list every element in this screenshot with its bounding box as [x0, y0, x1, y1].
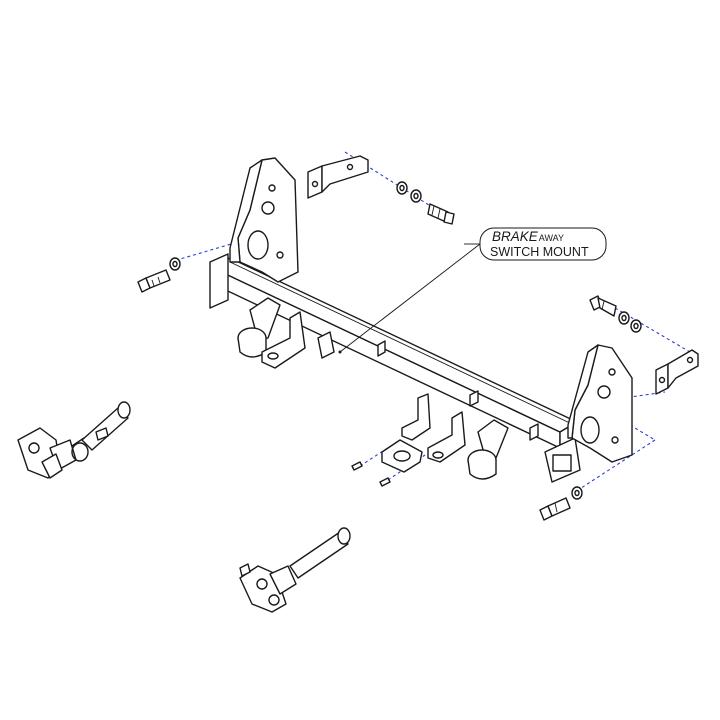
right-tow-tab [427, 411, 509, 480]
bolt-top-right [396, 181, 455, 225]
callout-line1: BRAKEAWAY [492, 229, 564, 244]
callout-line2: SWITCH MOUNT [490, 245, 589, 259]
bolt-right-lower [539, 486, 583, 521]
bolt-right-upper [589, 295, 642, 333]
tow-arm-left [17, 401, 131, 479]
left-mounting-plate [229, 157, 299, 283]
bolt-left-upper [137, 257, 181, 293]
right-mounting-plate [567, 344, 633, 463]
tow-arm-lower [239, 527, 351, 613]
crossbar-tabs [317, 331, 539, 441]
breakaway-switch-plate [351, 439, 423, 487]
top-left-bracket [307, 155, 369, 199]
callout-leader-lines [338, 243, 481, 354]
top-right-bracket [655, 349, 699, 395]
callout-breakaway-switch-mount: BRAKEAWAY SWITCH MOUNT [479, 227, 607, 261]
left-tow-tab [237, 297, 306, 369]
